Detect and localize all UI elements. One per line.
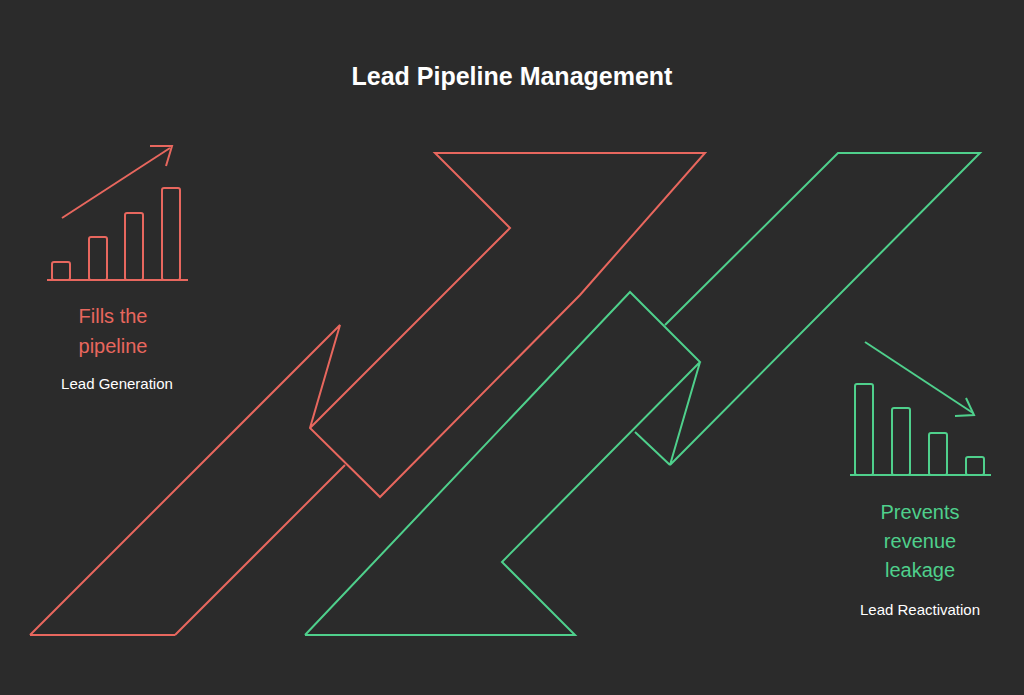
growth-bar-icon — [47, 146, 188, 280]
decline-bar-icon — [850, 342, 991, 475]
benefit-text: Fills the pipeline — [53, 301, 173, 361]
stage-name: Lead Generation — [37, 374, 197, 394]
stage-name: Lead Reactivation — [835, 600, 1005, 620]
benefit-text: Prevents revenue leakage — [860, 498, 980, 585]
red-ribbon — [30, 153, 705, 635]
green-ribbon — [305, 153, 980, 635]
diagram-title: Lead Pipeline Management — [212, 60, 812, 92]
